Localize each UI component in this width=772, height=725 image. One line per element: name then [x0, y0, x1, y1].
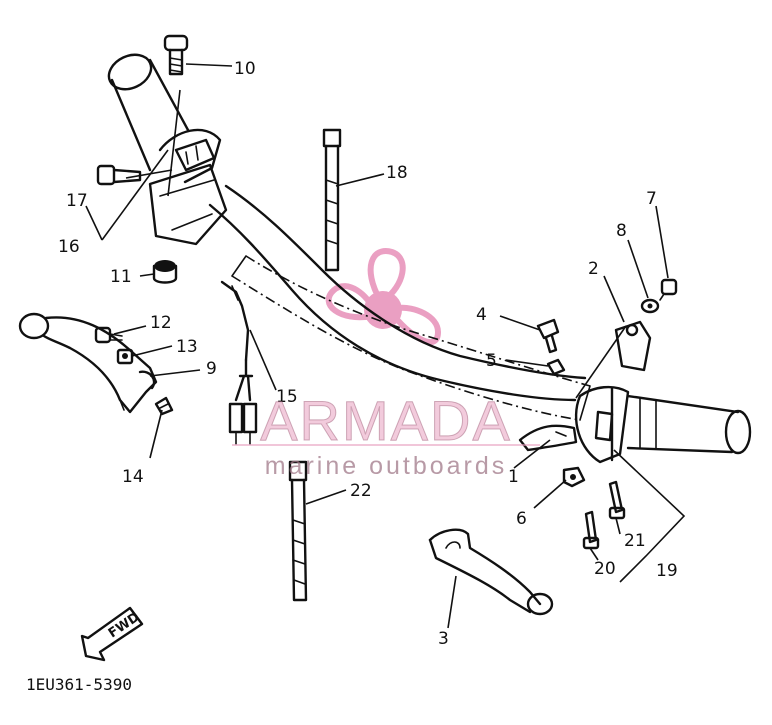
- callout-9: 9: [206, 359, 217, 379]
- wire-harness-15: [220, 280, 258, 445]
- watermark-logo: [325, 248, 442, 346]
- screw-20: [582, 510, 600, 550]
- callout-15: 15: [276, 387, 298, 407]
- callout-2: 2: [588, 259, 599, 279]
- nut-13: [116, 348, 134, 365]
- nut-6: [562, 466, 586, 488]
- washer-8: [640, 298, 660, 314]
- callout-12: 12: [150, 313, 172, 333]
- grommet-11: [152, 260, 178, 284]
- callout-21: 21: [624, 531, 646, 551]
- callout-1: 1: [508, 467, 519, 487]
- nut-5: [546, 358, 566, 376]
- watermark-subtitle: marine outboards: [265, 452, 508, 480]
- cable-band-22: [288, 460, 308, 602]
- callout-3: 3: [438, 629, 449, 649]
- callout-6: 6: [516, 509, 527, 529]
- bolt-4: [536, 318, 560, 354]
- callout-4: 4: [476, 305, 487, 325]
- cable-band-18: [322, 128, 342, 272]
- callout-16: 16: [58, 237, 80, 257]
- callout-20: 20: [594, 559, 616, 579]
- callout-17: 17: [66, 191, 88, 211]
- callout-14: 14: [122, 467, 144, 487]
- callout-22: 22: [350, 481, 372, 501]
- fwd-arrow: FWD: [80, 606, 144, 662]
- callouts: 1 2 3 4 5 6 7 8 9 10 11 12 13 14 15 16 1…: [58, 59, 678, 649]
- callout-11: 11: [110, 267, 132, 287]
- bracket-2: [614, 320, 652, 372]
- callout-10: 10: [234, 59, 256, 79]
- screw-7: [659, 278, 678, 301]
- callout-8: 8: [616, 221, 627, 241]
- callout-18: 18: [386, 163, 408, 183]
- bolt-10: [163, 34, 189, 76]
- watermark-title: ARMADA: [260, 389, 512, 452]
- throttle-grip-19: [574, 385, 752, 464]
- lever-bracket-1: [518, 424, 578, 452]
- screw-14: [154, 396, 174, 416]
- left-grip-assembly: [107, 53, 228, 246]
- callout-7: 7: [646, 189, 657, 209]
- screw-17: [96, 164, 142, 186]
- propeller-icon: [325, 248, 442, 346]
- right-lever-3: [428, 528, 554, 616]
- callout-5: 5: [486, 351, 497, 371]
- bolt-12: [94, 326, 123, 344]
- leader-lines: [85, 63, 686, 629]
- callout-13: 13: [176, 337, 198, 357]
- callout-19: 19: [656, 561, 678, 581]
- drawing-code: 1EU361-5390: [26, 675, 132, 694]
- screw-21: [608, 480, 626, 520]
